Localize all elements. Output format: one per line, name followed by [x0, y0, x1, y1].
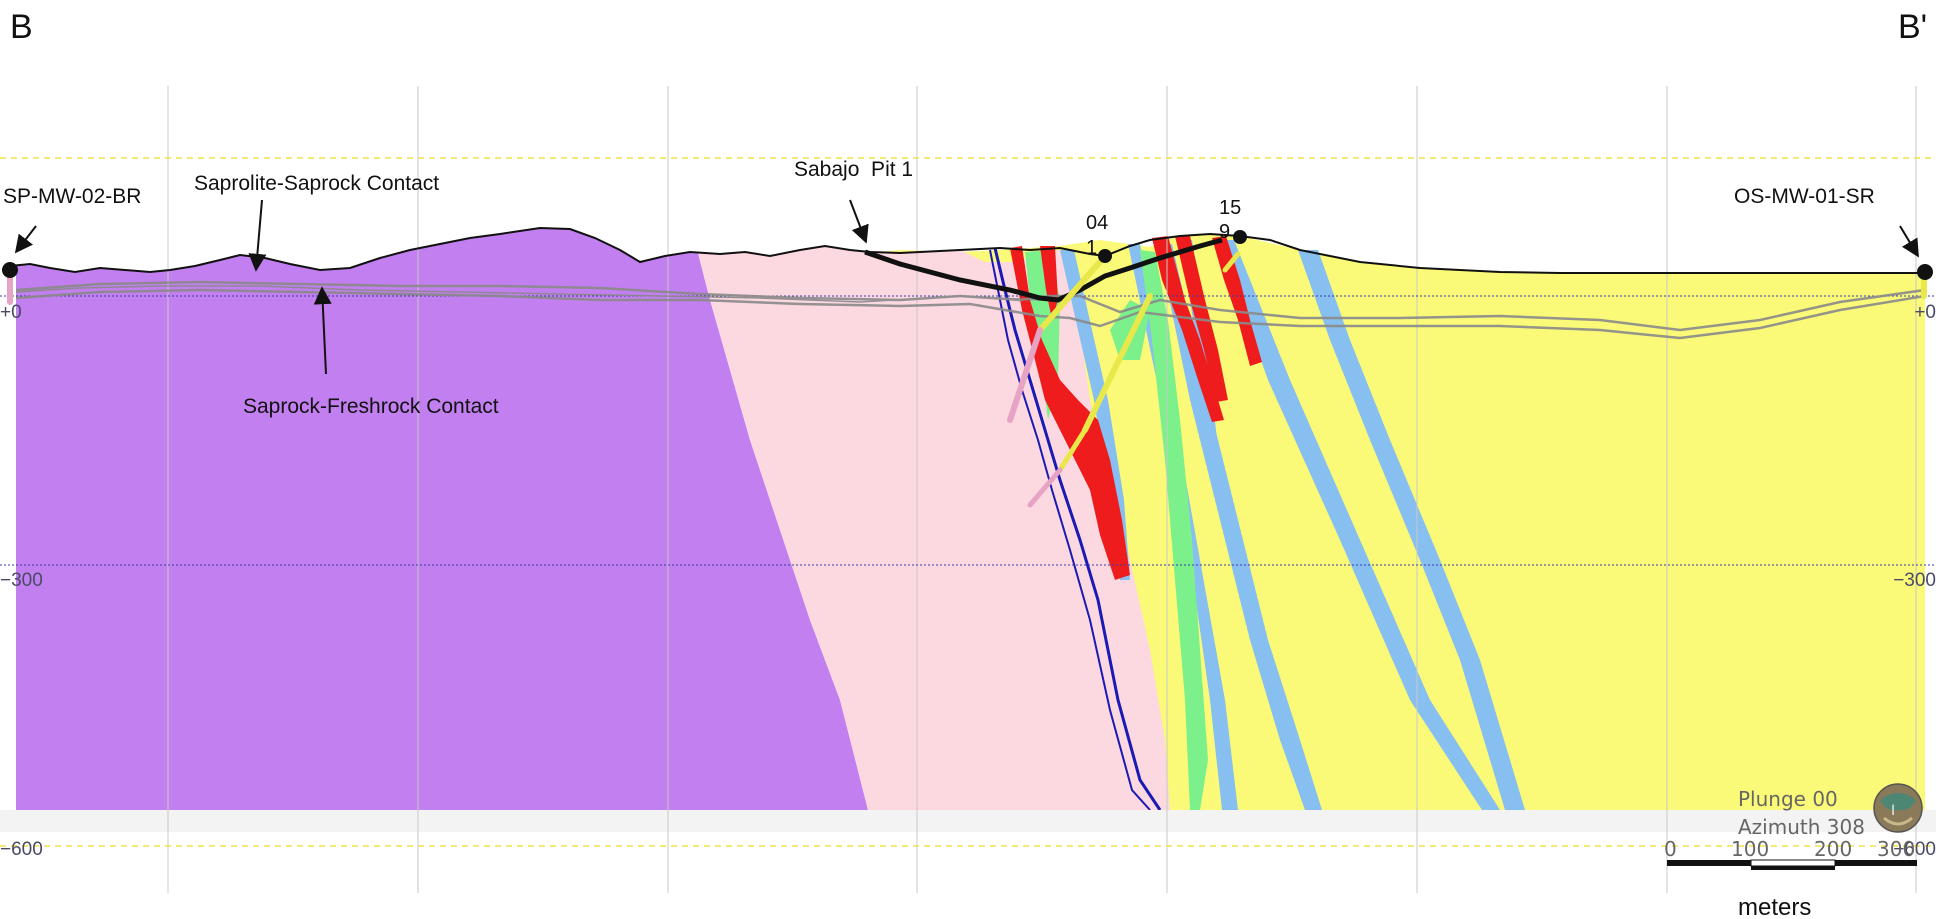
- scale-tick-200: 200: [1814, 837, 1852, 861]
- arrow-saprolite-saprock: [248, 199, 267, 272]
- collar-sp-mw-02-br: [2, 262, 18, 278]
- svg-text:I: I: [1891, 803, 1895, 819]
- hole-label-04-top: 04: [1086, 212, 1108, 234]
- elev-right-600: −600: [1893, 839, 1936, 860]
- azimuth-readout: Azimuth 308: [1738, 815, 1865, 839]
- scale-tick-300: 300: [1877, 837, 1915, 861]
- elev-right-0: +0: [1914, 302, 1936, 323]
- well-label-os-mw-01-sr: OS-MW-01-SR: [1734, 185, 1875, 208]
- scale-tick-100: 100: [1731, 837, 1769, 861]
- navy-contact: [989, 247, 1162, 811]
- arrow-saprock-freshrock: [313, 286, 332, 375]
- saprock-freshrock-label: Saprock-Freshrock Contact: [243, 395, 499, 418]
- hole-label-04-bottom: 1: [1086, 237, 1097, 259]
- plunge-readout: Plunge 00: [1738, 787, 1838, 811]
- scale-bar: 0 100 200 300 meters: [1664, 837, 1917, 919]
- arrow-os-mw-01-sr: [1899, 225, 1919, 258]
- collar-os-mw-01-sr: [1917, 264, 1933, 280]
- geology-units: [16, 228, 1925, 810]
- well-label-sp-mw-02-br: SP-MW-02-BR: [3, 185, 141, 208]
- elevation-labels-left: +0 −300 −600: [0, 302, 43, 860]
- scale-tick-0: 0: [1664, 837, 1677, 861]
- section-start-label: B: [10, 8, 33, 46]
- orientation-globe-icon: I: [1873, 783, 1923, 833]
- grid: [0, 86, 1936, 893]
- collars: [2, 230, 1933, 280]
- saprolite-saprock-label: Saprolite-Saprock Contact: [194, 172, 439, 195]
- arrow-sabajo-pit: [849, 199, 869, 244]
- elev-left-300: −300: [0, 570, 43, 591]
- elevation-labels-right: +0 −300 −600: [1893, 302, 1936, 860]
- sabajo-pit-label: Sabajo Pit 1: [794, 158, 913, 181]
- annotation-arrows: [14, 199, 1919, 375]
- drill-holes: [7, 251, 1927, 508]
- elev-left-600: −600: [0, 839, 43, 860]
- elev-left-0: +0: [0, 302, 22, 323]
- purple-unit: [16, 228, 868, 810]
- elev-right-300: −300: [1893, 570, 1936, 591]
- collar-04: [1098, 249, 1112, 263]
- topography: [9, 226, 1925, 274]
- hole-label-15-bottom: 9: [1219, 221, 1230, 243]
- arrow-sp-mw-02-br: [14, 225, 37, 254]
- hole-label-15-top: 15: [1219, 197, 1241, 219]
- collar-15: [1233, 230, 1247, 244]
- scale-unit-label: meters: [1738, 894, 1811, 919]
- section-end-label: B': [1898, 8, 1927, 46]
